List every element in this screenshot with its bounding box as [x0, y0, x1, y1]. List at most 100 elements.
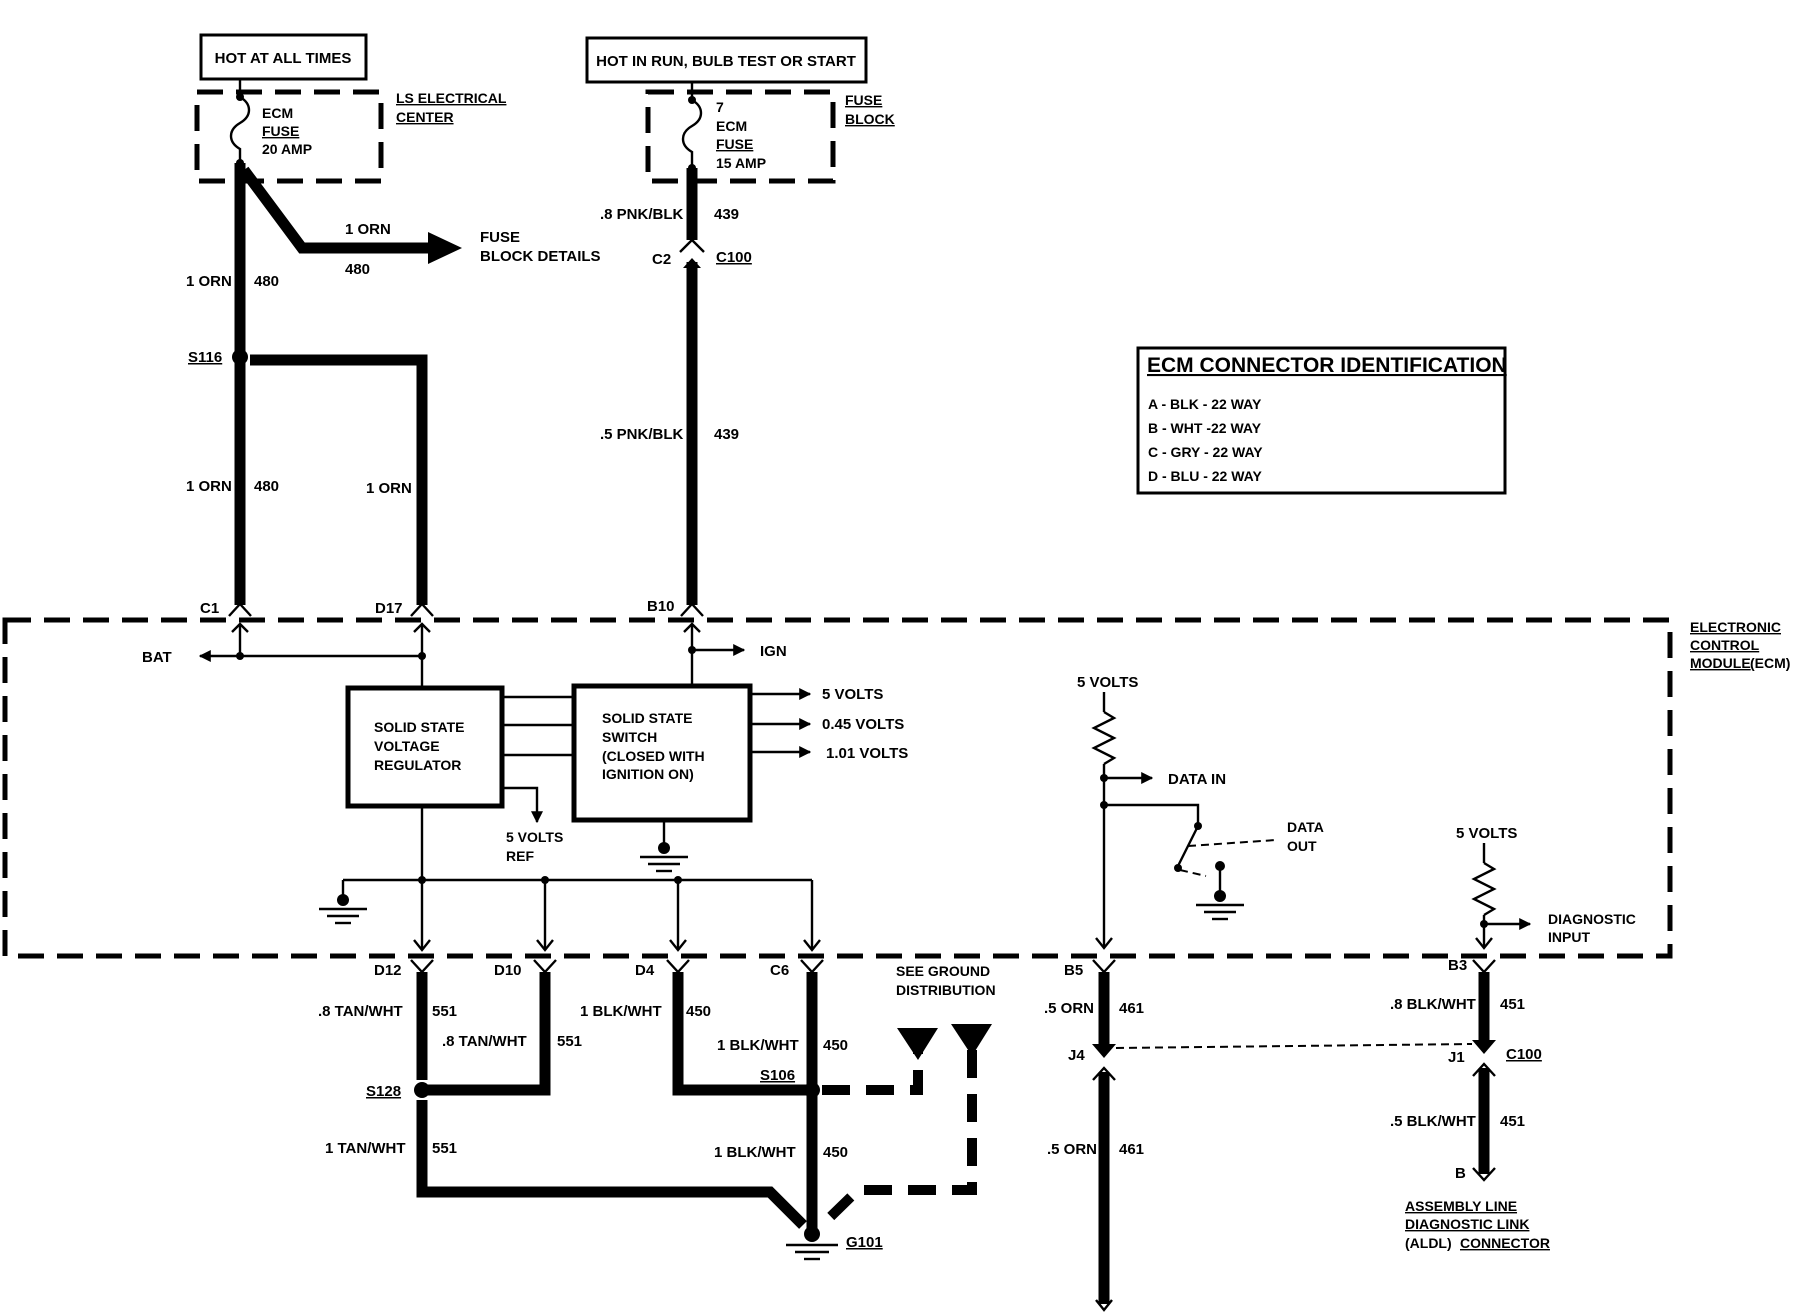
internal-d10-terminal [536, 939, 554, 952]
internal-b3-terminal [1475, 937, 1493, 950]
svg-text:HOT IN RUN, BULB TEST OR START: HOT IN RUN, BULB TEST OR START [596, 53, 856, 70]
internal-b5-terminal [1095, 937, 1113, 950]
wire-label: .8 TAN/WHT [318, 1003, 403, 1020]
diagnostic-input-label: DIAGNOSTIC [1548, 911, 1636, 927]
svg-text:IGNITION ON): IGNITION ON) [602, 766, 694, 782]
svg-text:D4: D4 [635, 962, 655, 979]
ecm-connector-identification-box: ECM CONNECTOR IDENTIFICATION A - BLK - 2… [1136, 346, 1507, 495]
circuit-number: 461 [1119, 1000, 1144, 1017]
aldl-label-3: (ALDL) [1405, 1235, 1452, 1251]
ecm-module-label: ELECTRONIC [1690, 619, 1781, 635]
aldl-label-2: DIAGNOSTIC LINK [1405, 1216, 1529, 1232]
wire-orn-d17 [250, 354, 428, 605]
connector-label: J1 [1448, 1049, 1465, 1066]
wire-label: 1 ORN [366, 480, 412, 497]
svg-text:SWITCH: SWITCH [602, 729, 657, 745]
connector-c100-top [679, 238, 705, 253]
wire-label: 1 BLK/WHT [580, 1003, 662, 1020]
ground-distribution-dash-2 [818, 1050, 977, 1229]
wire-551-to-g101 [416, 1100, 807, 1229]
ls-electrical-center-label-2: CENTER [396, 109, 454, 125]
c100-connector-link [1115, 1043, 1473, 1049]
connector-b10: B10 [647, 598, 704, 617]
wire-label: .8 PNK/BLK [600, 206, 684, 223]
fuse-block-details-wire: 1 ORN [345, 221, 391, 238]
svg-text:7: 7 [716, 99, 724, 115]
ground-g101: G101 [786, 1226, 883, 1261]
wire-label: .5 ORN [1047, 1141, 1097, 1158]
ecm-module-boundary [2, 617, 1673, 959]
ecm-fuse-15amp: 7 ECM FUSE 15 AMP [645, 82, 836, 184]
fuse-block-details-label-2: BLOCK DETAILS [480, 248, 601, 265]
svg-text:20 AMP: 20 AMP [262, 141, 312, 157]
circuit-number: 450 [823, 1037, 848, 1054]
svg-text:15 AMP: 15 AMP [716, 155, 766, 171]
circuit-number: 551 [432, 1140, 457, 1157]
circuit-number: 480 [254, 478, 279, 495]
ls-electrical-center-label: LS ELECTRICAL [396, 90, 507, 106]
svg-text:S106: S106 [760, 1067, 795, 1084]
data-out-label: DATA [1287, 819, 1324, 835]
wire-label: 1 ORN [186, 273, 232, 290]
ground-distribution-dash-1 [822, 1048, 923, 1095]
svg-text:D - BLU - 22 WAY: D - BLU - 22 WAY [1148, 468, 1262, 484]
connector-label: C2 [652, 251, 671, 268]
internal-c6-terminal [803, 939, 821, 952]
internal-d12-terminal [413, 939, 431, 952]
wire-label: 1 ORN [186, 478, 232, 495]
svg-text:SOLID STATE: SOLID STATE [374, 719, 464, 735]
wire-551-d10 [428, 972, 551, 1096]
svg-text:VOLTAGE: VOLTAGE [374, 738, 440, 754]
connector-label: C100 [716, 249, 752, 266]
ground-distribution-arrow-1 [897, 1028, 938, 1060]
out-101v-label: 1.01 VOLTS [826, 745, 908, 762]
diagnostic-input-label-2: INPUT [1548, 929, 1590, 945]
svg-text:REGULATOR: REGULATOR [374, 757, 461, 773]
circuit-number: 551 [432, 1003, 457, 1020]
ecm-module-label-4: (ECM) [1750, 655, 1790, 671]
svg-text:B3: B3 [1448, 957, 1467, 974]
internal-b10-terminal [683, 622, 701, 686]
wire-label: .5 PNK/BLK [600, 426, 684, 443]
ground-symbol-data [1196, 861, 1244, 921]
svg-text:S128: S128 [366, 1083, 401, 1100]
svg-text:B10: B10 [647, 598, 675, 615]
data-in-label: DATA IN [1168, 771, 1226, 788]
hot-at-all-times-label: HOT AT ALL TIMES [199, 33, 368, 81]
connector-b3: B3 [1448, 957, 1496, 974]
out-045v-label: 0.45 VOLTS [822, 716, 904, 733]
circuit-number: 551 [557, 1033, 582, 1050]
circuit-number: 451 [1500, 1113, 1525, 1130]
ref-5v-line [502, 786, 543, 824]
wire-label: 1 BLK/WHT [717, 1037, 799, 1054]
wire-label: 1 BLK/WHT [714, 1144, 796, 1161]
circuit-number: 439 [714, 426, 739, 443]
svg-text:D10: D10 [494, 962, 522, 979]
svg-text:ECM: ECM [716, 118, 747, 134]
diag-pullup-resistor [1471, 861, 1497, 917]
splice-s106: S106 [760, 1067, 820, 1098]
circuit-number: 451 [1500, 996, 1525, 1013]
ecm-fuse-20amp: ECM FUSE 20 AMP [194, 79, 384, 184]
svg-text:FUSE: FUSE [716, 136, 753, 152]
svg-text:FUSE: FUSE [262, 123, 299, 139]
connector-label: B [1455, 1165, 1466, 1182]
svg-text:S116: S116 [188, 349, 222, 366]
svg-text:(CLOSED WITH: (CLOSED WITH [602, 748, 705, 764]
solid-state-voltage-regulator: SOLID STATE VOLTAGE REGULATOR [345, 685, 505, 809]
see-ground-distribution-label-2: DISTRIBUTION [896, 982, 996, 998]
ecm-module-label-3: MODULE [1690, 655, 1751, 671]
internal-c1-terminal [231, 622, 249, 656]
svg-text:C6: C6 [770, 962, 789, 979]
ecm-module-label-2: CONTROL [1690, 637, 1760, 653]
fuse-block-details-circuit: 480 [345, 261, 370, 278]
connector-label: C100 [1506, 1046, 1542, 1063]
out-5v-label: 5 VOLTS [822, 686, 883, 703]
hot-in-run-label: HOT IN RUN, BULB TEST OR START [585, 36, 868, 84]
circuit-number: 480 [254, 273, 279, 290]
ground-symbol-switch [640, 820, 688, 873]
ref-5v-label-2: REF [506, 848, 534, 864]
see-ground-distribution-label: SEE GROUND [896, 963, 990, 979]
data-5v-label: 5 VOLTS [1077, 674, 1138, 691]
